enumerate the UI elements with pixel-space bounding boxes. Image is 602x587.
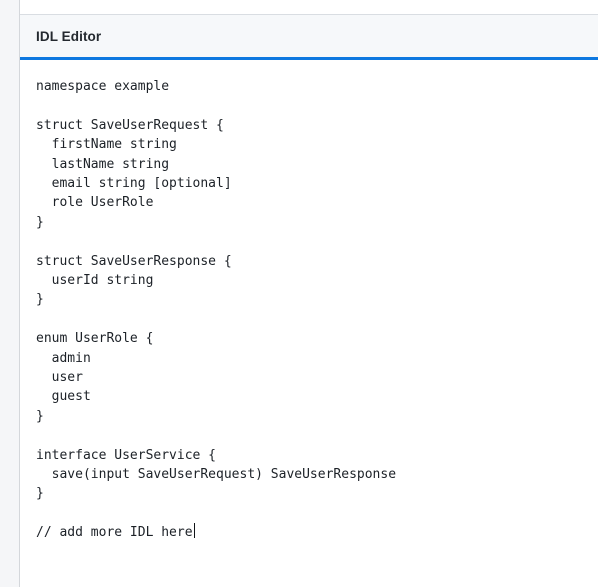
code-line[interactable]: firstName string [36, 137, 177, 153]
code-line[interactable]: guest [36, 389, 91, 405]
idl-editor-panel: IDL Editor namespace example struct SaveU… [20, 14, 598, 587]
code-line[interactable]: } [36, 408, 44, 424]
code-line[interactable]: } [36, 214, 44, 230]
code-line[interactable]: } [36, 292, 44, 308]
text-caret [193, 523, 196, 539]
active-accent-bar [20, 57, 598, 60]
code-line[interactable] [36, 426, 582, 445]
code-line[interactable]: user [36, 370, 83, 386]
code-line[interactable] [36, 310, 582, 329]
panel-header: IDL Editor [20, 14, 598, 57]
code-line[interactable]: enum UserRole { [36, 331, 154, 347]
code-line[interactable] [36, 96, 582, 115]
code-line[interactable]: interface UserService { [36, 447, 217, 463]
code-line[interactable] [36, 232, 582, 251]
code-line[interactable]: role UserRole [36, 195, 154, 211]
code-lines: namespace example struct SaveUserRequest … [36, 77, 582, 543]
code-line[interactable]: struct SaveUserResponse { [36, 253, 232, 269]
code-line[interactable]: } [36, 486, 44, 502]
code-line[interactable]: // add more IDL here [36, 523, 582, 542]
code-line[interactable]: userId string [36, 273, 154, 289]
code-line[interactable]: email string [optional] [36, 176, 232, 192]
code-line[interactable]: lastName string [36, 156, 170, 172]
code-line[interactable]: namespace example [36, 79, 170, 94]
left-gutter [0, 0, 20, 587]
code-line[interactable]: struct SaveUserRequest { [36, 117, 224, 133]
panel-title: IDL Editor [36, 28, 102, 44]
code-line[interactable] [36, 504, 582, 523]
code-line[interactable]: save(input SaveUserRequest) SaveUserResp… [36, 467, 397, 483]
code-line[interactable]: admin [36, 350, 91, 366]
idl-code-editor[interactable]: namespace example struct SaveUserRequest … [20, 60, 598, 587]
